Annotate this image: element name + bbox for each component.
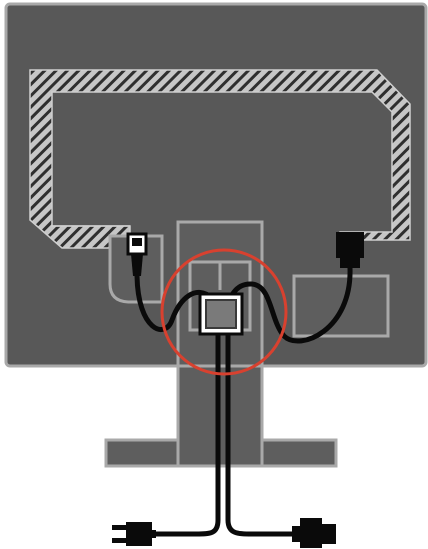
video-connector-icon <box>336 232 364 268</box>
routed-cables <box>134 265 353 537</box>
hatched-vent-frame <box>29 69 411 249</box>
power-plug-icon <box>126 232 148 276</box>
highlight-circle <box>160 248 288 376</box>
power-plug-icon <box>112 522 156 546</box>
stand-base <box>104 438 338 468</box>
cable-clip-icon <box>198 292 244 336</box>
video-connector-icon <box>292 518 336 548</box>
